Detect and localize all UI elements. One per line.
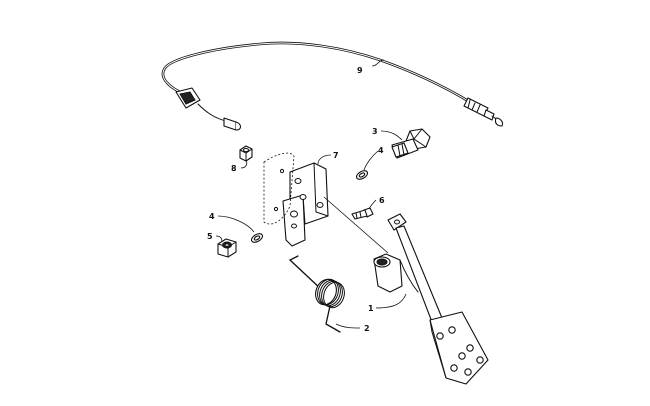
leader-5 [215, 235, 223, 243]
torsion-spring [288, 255, 345, 333]
leader-2 [335, 323, 361, 329]
leader-9 [371, 59, 385, 67]
callout-4-lower: 4 [209, 212, 215, 221]
gasket-stud-upper [279, 168, 285, 174]
nut-upper [239, 145, 253, 162]
callout-4-upper: 4 [378, 146, 384, 155]
bolt [391, 128, 431, 159]
leader-7 [317, 154, 332, 165]
o-ring-upper [355, 170, 369, 180]
assembly-axis [323, 196, 389, 254]
callout-7: 7 [333, 151, 339, 160]
leader-1 [375, 293, 407, 309]
mounting-bracket [282, 162, 329, 247]
gasket-stud-lower [273, 206, 279, 212]
leader-3 [380, 130, 403, 141]
leader-8 [240, 159, 248, 169]
callout-6: 6 [379, 196, 385, 205]
throttle-cable [161, 41, 504, 131]
callout-8: 8 [231, 164, 237, 173]
throttle-pedal-arm [373, 213, 489, 385]
small-bolt [351, 207, 374, 220]
leader-6 [368, 199, 377, 210]
bracket-gasket-outline [263, 152, 295, 225]
leader-4-lower [217, 215, 255, 233]
lock-nut [217, 238, 237, 258]
leader-4-upper [363, 150, 379, 171]
callout-5: 5 [207, 232, 213, 241]
callout-1: 1 [368, 304, 374, 313]
o-ring-lower [250, 233, 264, 243]
callout-2: 2 [364, 324, 370, 333]
callout-9: 9 [357, 66, 363, 75]
callout-3: 3 [372, 127, 378, 136]
